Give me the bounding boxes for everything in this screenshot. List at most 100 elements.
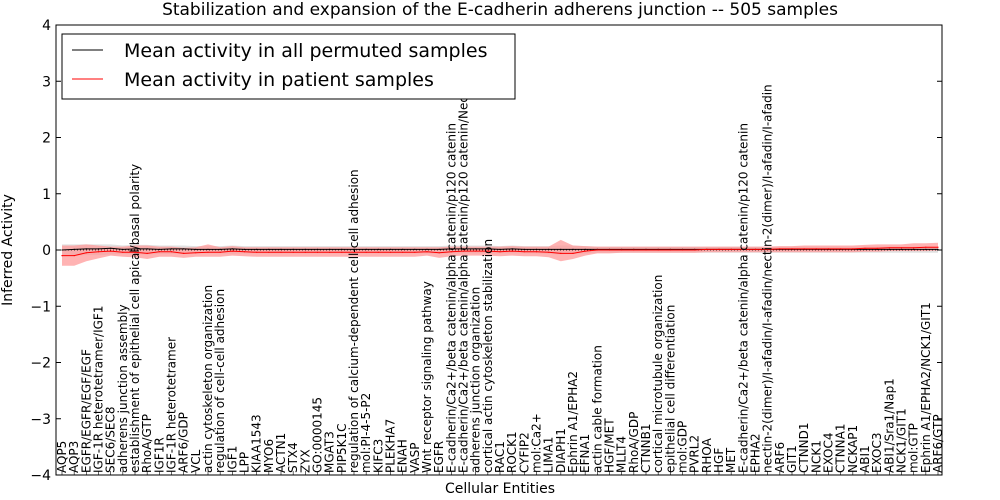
x-tick-label: regulation of calcium-dependent cell-cel… — [347, 169, 361, 473]
data-point — [913, 248, 915, 250]
data-point — [584, 250, 586, 252]
data-point — [122, 251, 124, 253]
data-point — [827, 248, 830, 250]
x-tick-label: epithelial cell differentiation — [663, 305, 677, 473]
data-point — [572, 252, 574, 254]
data-point — [487, 248, 489, 250]
data-point — [389, 248, 392, 250]
x-tick-label: CTNNA1 — [834, 423, 848, 473]
x-tick-label: IGF-1R heterotetramer/IGF1 — [92, 306, 106, 473]
x-tick-label: ARF6/GDP — [177, 412, 191, 473]
data-point — [499, 251, 501, 253]
x-tick-label: NCKAP1 — [846, 425, 860, 473]
data-point — [146, 248, 148, 250]
data-point — [73, 248, 75, 250]
x-tick-label: KIFC3 — [371, 439, 385, 473]
data-point — [523, 251, 525, 253]
data-point — [548, 248, 550, 250]
data-point — [207, 248, 209, 250]
x-tick-label: ENAH — [396, 439, 410, 473]
x-tick-label: MYO6 — [262, 439, 276, 473]
data-point — [85, 248, 87, 250]
x-tick-label: DIAPH1 — [554, 428, 568, 473]
x-tick-label: IGF1 — [225, 446, 239, 473]
x-tick-label: RhoA/GDP — [627, 412, 641, 473]
data-point — [414, 251, 416, 253]
data-point — [256, 248, 258, 250]
data-point — [304, 251, 306, 253]
x-tick-label: Ephrin A1/EPHA2/NCK1/GIT1 — [919, 302, 933, 473]
data-point — [706, 248, 708, 250]
data-point — [572, 248, 574, 250]
data-point — [511, 248, 513, 250]
data-point — [438, 252, 440, 254]
x-tick-label: EXOC4 — [822, 433, 836, 474]
y-tick-label: 4 — [42, 18, 51, 34]
x-tick-label: VCL — [189, 449, 203, 473]
data-point — [815, 248, 817, 250]
data-point — [292, 251, 294, 253]
data-point — [450, 248, 452, 250]
x-tick-label: ARF6/GTP — [931, 414, 945, 473]
data-point — [511, 250, 513, 252]
data-point — [219, 251, 221, 253]
x-tick-label: mol:GTP — [907, 423, 921, 473]
data-point — [183, 248, 185, 250]
data-point — [475, 248, 477, 250]
data-point — [450, 251, 452, 253]
x-tick-label: E-cadherin/Ca2+/beta catenin/alpha caten… — [457, 80, 471, 473]
data-point — [170, 251, 173, 253]
data-point — [560, 248, 562, 250]
data-point — [268, 251, 270, 253]
x-tick-label: actin cytoskeleton organization — [201, 285, 215, 473]
y-tick-label: −2 — [30, 356, 51, 372]
data-point — [61, 249, 63, 251]
band-patient — [62, 239, 938, 266]
data-point — [243, 251, 246, 253]
x-tick-label: EPHA2 — [749, 433, 763, 473]
y-axis-label: Inferred Activity — [0, 194, 16, 306]
data-point — [900, 247, 903, 249]
data-point — [937, 246, 939, 248]
x-tick-label: adherens junction assembly — [116, 304, 130, 473]
data-point — [633, 249, 635, 251]
x-tick-label: RHOA — [700, 437, 714, 473]
y-tick-label: 3 — [42, 74, 51, 90]
data-point — [377, 248, 379, 250]
data-point — [645, 249, 647, 251]
data-point — [560, 252, 562, 254]
x-tick-label: mol:Ca2+ — [530, 413, 544, 473]
data-point — [462, 248, 465, 250]
x-tick-label: NCK1 — [809, 440, 823, 473]
x-tick-label: STX4 — [286, 442, 300, 473]
plot-frame — [55, 24, 943, 476]
x-tick-label: ROCK1 — [505, 431, 519, 473]
x-tick-label: IGF1R — [152, 437, 166, 473]
data-point — [426, 251, 428, 253]
data-point — [803, 248, 805, 250]
data-point — [110, 247, 112, 249]
data-point — [767, 248, 769, 250]
data-point — [377, 251, 379, 253]
data-point — [888, 248, 890, 250]
data-point — [134, 251, 136, 253]
chart-title: Stabilization and expansion of the E-cad… — [162, 0, 838, 20]
data-point — [584, 248, 586, 250]
x-tick-label: MET — [724, 447, 738, 473]
data-point — [329, 251, 331, 253]
x-tick-label: E-cadherin/Ca2+/beta catenin/alpha caten… — [736, 123, 750, 473]
data-point — [742, 248, 744, 250]
x-tick-label: regulation of cell-cell adhesion — [213, 289, 227, 473]
data-point — [791, 248, 793, 250]
data-point — [438, 248, 440, 250]
data-point — [876, 247, 878, 249]
x-tick-label: EXOC3 — [870, 433, 884, 474]
data-point — [341, 248, 343, 250]
y-tick-label: −4 — [30, 468, 51, 484]
data-point — [475, 250, 477, 252]
x-tick-label: RhoA/GTP — [140, 414, 154, 473]
data-point — [840, 248, 842, 250]
data-point — [694, 249, 696, 251]
